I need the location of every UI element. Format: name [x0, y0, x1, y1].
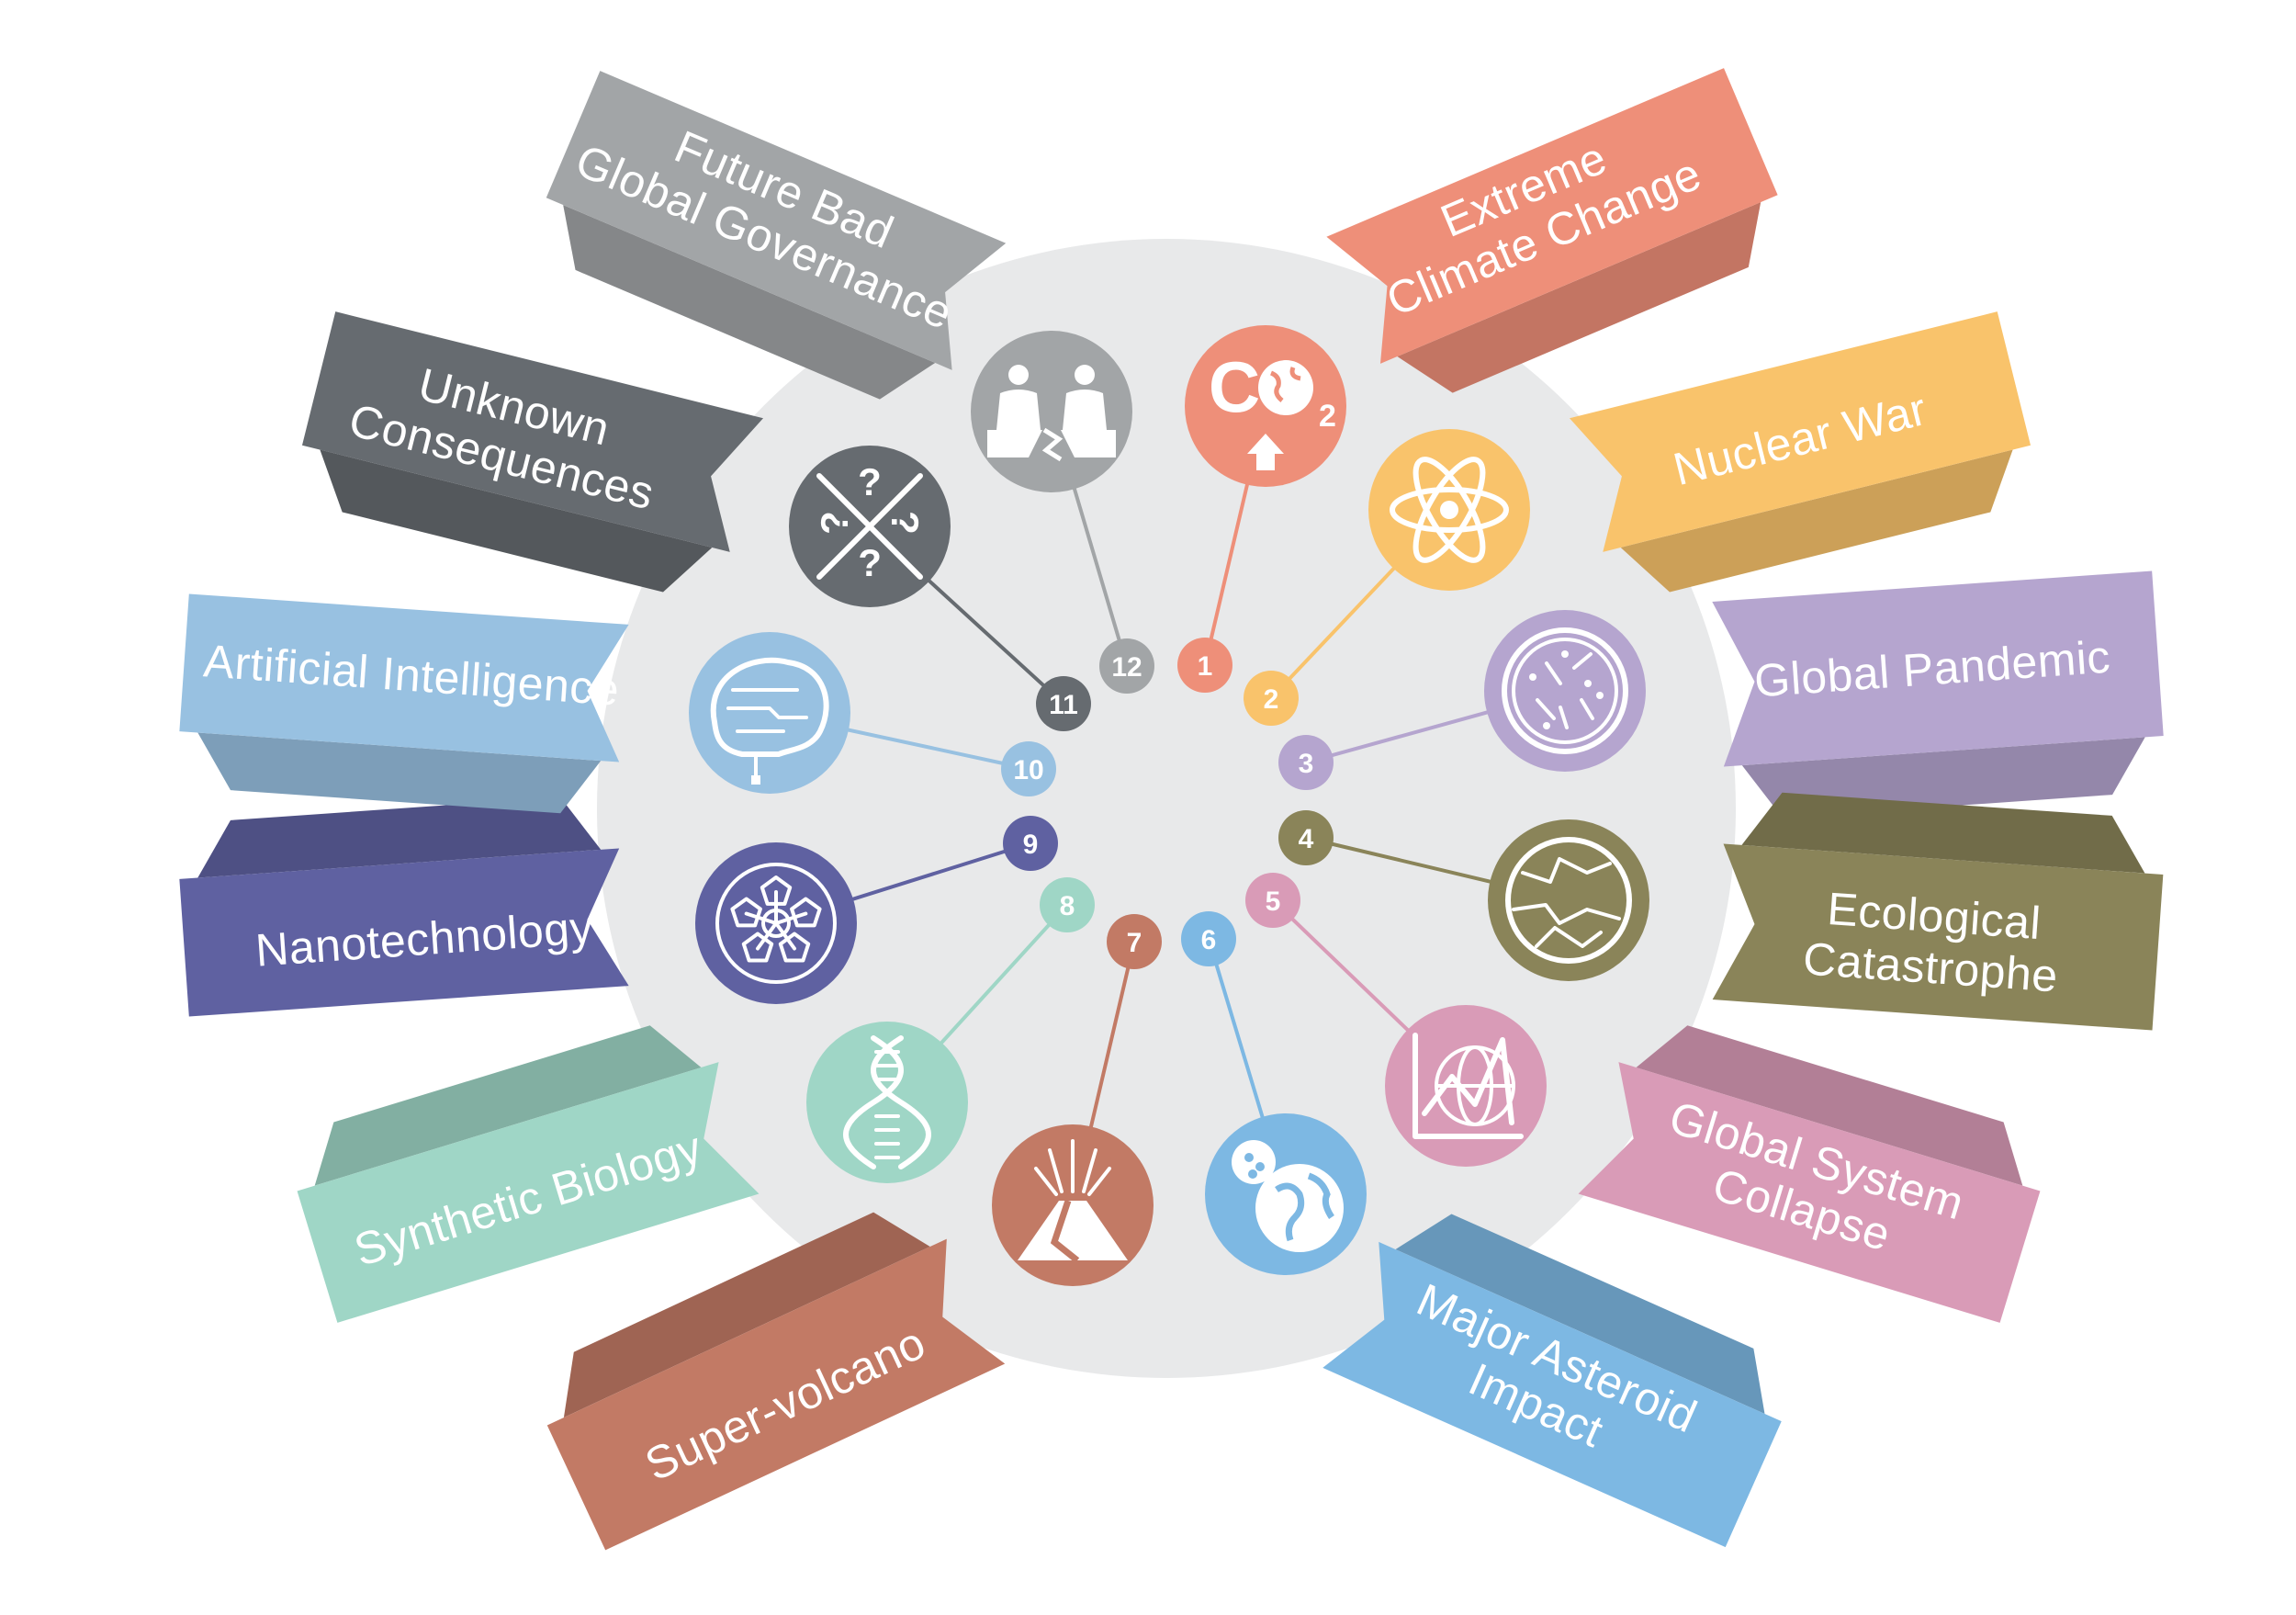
svg-text:?: ? [858, 460, 882, 503]
co2-subscript: 2 [1319, 399, 1336, 434]
banner-fold [1395, 1214, 1765, 1414]
question-marks-icon: ??¿? [789, 446, 951, 607]
banner-fold [197, 796, 602, 878]
risk-number-3: 3 [1278, 735, 1334, 790]
dna-icon [806, 1022, 968, 1183]
risk-number-2: 2 [1244, 671, 1299, 726]
banner-fold [563, 1212, 930, 1418]
up-arrow-icon [1247, 434, 1284, 470]
risk-number-9: 9 [1003, 816, 1058, 871]
number-label: 6 [1201, 925, 1217, 955]
banner-fold [1636, 1025, 2023, 1186]
number-badge [1278, 735, 1334, 790]
number-label: 7 [1127, 928, 1142, 958]
number-label: 12 [1111, 652, 1142, 683]
banner-fold [320, 449, 713, 593]
banner-body [179, 848, 629, 1017]
number-label: 4 [1299, 824, 1314, 854]
number-badge [1003, 816, 1058, 871]
banner-body [1578, 1062, 2041, 1323]
icon-circle [1484, 610, 1646, 772]
risk-banner-4 [1712, 792, 2164, 1031]
banner-body [1569, 311, 2032, 552]
banner-body [546, 71, 1007, 370]
number-label: 11 [1049, 690, 1078, 720]
petri-dish-icon [1484, 610, 1646, 772]
icon-circle [1488, 819, 1649, 981]
banner-body [546, 1238, 1006, 1551]
banner-body [1712, 570, 2164, 767]
people-divided-icon [971, 331, 1132, 492]
number-badge [1036, 676, 1091, 731]
falling-chart-globe-icon [1385, 1005, 1547, 1167]
banner-fold [314, 1025, 702, 1186]
svg-text:?: ? [813, 511, 856, 535]
number-label: 10 [1013, 755, 1043, 785]
number-badge [1244, 671, 1299, 726]
svg-text:¿: ¿ [858, 548, 882, 591]
number-badge [1245, 873, 1300, 928]
number-label: 9 [1023, 830, 1039, 860]
number-badge [1001, 741, 1056, 796]
number-badge [1040, 877, 1095, 932]
icon-circle [971, 331, 1132, 492]
risk-banner-12 [546, 71, 1007, 400]
number-badge [1278, 810, 1334, 865]
number-label: 3 [1299, 749, 1314, 779]
risk-banner-7 [546, 1212, 1006, 1551]
co2-letter: C [1209, 346, 1260, 427]
risk-number-11: 11 [1036, 676, 1091, 731]
banner-fold [197, 732, 602, 814]
risk-number-5: 5 [1245, 873, 1300, 928]
banner-body [1326, 68, 1778, 364]
risk-banner-9 [179, 796, 629, 1017]
banner-body [1322, 1241, 1782, 1548]
banner-fold [1397, 202, 1761, 393]
number-label: 2 [1264, 684, 1279, 715]
volcano-icon [992, 1124, 1154, 1286]
number-badge [1177, 638, 1232, 693]
risk-banner-1 [1326, 68, 1778, 393]
buckyball-icon [695, 842, 857, 1004]
number-badge [1181, 911, 1236, 966]
asteroid-earth-icon [1205, 1113, 1367, 1275]
banner-body [301, 311, 764, 552]
brain-circuit-icon [689, 632, 850, 794]
banner-fold [1620, 449, 2013, 593]
banner-body [1712, 843, 2164, 1031]
risk-banner-8 [297, 1025, 760, 1323]
risk-banner-2 [1569, 311, 2032, 593]
risk-number-6: 6 [1181, 911, 1236, 966]
number-label: 8 [1060, 891, 1075, 921]
risk-number-1: 1 [1177, 638, 1232, 693]
risk-number-4: 4 [1278, 810, 1334, 865]
globe-o-icon [1258, 360, 1313, 415]
atom-icon [1368, 429, 1530, 591]
central-hub [597, 239, 1736, 1378]
risk-banner-6 [1322, 1214, 1782, 1548]
risk-banner-5 [1578, 1025, 2041, 1323]
risk-number-7: 7 [1107, 914, 1162, 969]
banner-fold [563, 205, 936, 400]
risk-banner-10 [179, 593, 629, 814]
number-badge [1099, 638, 1154, 694]
number-label: 1 [1198, 651, 1213, 682]
risk-banner-11 [301, 311, 764, 593]
cracked-globe-icon [1488, 819, 1649, 981]
number-label: 5 [1266, 887, 1281, 917]
banner-fold [1741, 792, 2145, 874]
svg-text:?: ? [884, 511, 927, 535]
risk-number-10: 10 [1001, 741, 1056, 796]
risk-number-8: 8 [1040, 877, 1095, 932]
banner-body [297, 1062, 760, 1323]
number-badge [1107, 914, 1162, 969]
banner-body [179, 593, 629, 762]
risk-number-12: 12 [1099, 638, 1154, 694]
